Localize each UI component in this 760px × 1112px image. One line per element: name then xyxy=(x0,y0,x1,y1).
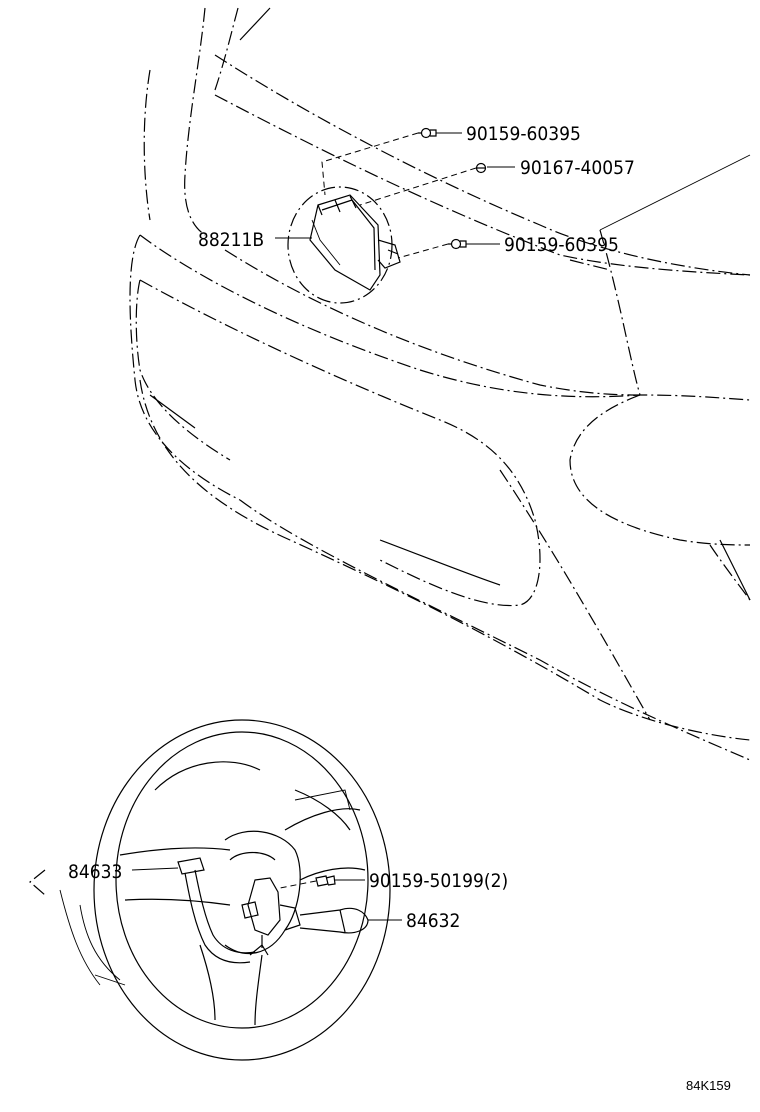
bolt-upper-icon[interactable] xyxy=(418,127,437,139)
sensor-88211b[interactable] xyxy=(287,186,401,304)
bumper-outline xyxy=(129,7,751,761)
label-nut: 90167-40057 xyxy=(520,157,635,179)
label-84633: 84633 xyxy=(68,861,122,883)
leader-lines-wheel xyxy=(131,867,402,921)
steering-wheel xyxy=(29,719,391,1061)
label-bolt-lower: 90159-60395 xyxy=(504,234,619,256)
bolt-lower-icon[interactable] xyxy=(448,238,467,250)
label-bolt-upper: 90159-60395 xyxy=(466,123,581,145)
diagram-code: 84K159 xyxy=(686,1078,731,1093)
label-84632: 84632 xyxy=(406,910,460,932)
switch-84632[interactable] xyxy=(241,877,369,948)
label-88211b: 88211B xyxy=(198,229,264,251)
leader-lines-sensor xyxy=(275,132,515,259)
switch-84633[interactable] xyxy=(177,857,269,964)
label-screw: 90159-50199(2) xyxy=(369,870,508,892)
nut-icon[interactable] xyxy=(475,162,487,174)
screw-icon[interactable] xyxy=(315,875,336,887)
